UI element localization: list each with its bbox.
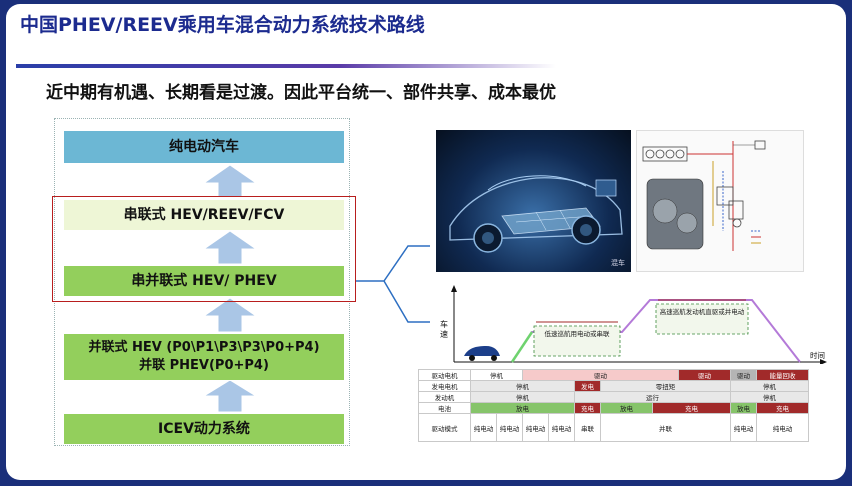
page-title: 中国PHEV/REEV乘用车混合动力系统技术路线	[20, 14, 425, 36]
roadmap-frame	[54, 118, 350, 446]
table-cell: 停机	[730, 391, 809, 403]
box-parallel: 并联式 HEV (P0\P1\P3\P3\P0+P4) 并联 PHEV(P0+P…	[64, 334, 344, 380]
powertrain-schematic-icon	[642, 140, 766, 251]
chart-box-high-speed: 高速巡航发动机直驱或并电动	[659, 308, 745, 316]
table-cell: 放电	[730, 402, 757, 414]
table-cell: 停机	[470, 380, 575, 392]
table-cell: 充电	[756, 402, 809, 414]
connector-brace	[356, 245, 430, 323]
row-label: 发电电机	[418, 380, 471, 392]
table-cell: 驱动	[522, 369, 679, 381]
table-cell: 停机	[470, 391, 575, 403]
mode-cell: 纯电动	[496, 413, 523, 442]
row-label: 驱动电机	[418, 369, 471, 381]
highlight-box	[52, 196, 356, 302]
up-arrow-icon	[202, 164, 258, 198]
table-row: 驱动电机停机驱动驱动驱动能量回收	[418, 369, 809, 381]
hybrid-schematic	[636, 130, 804, 272]
parallel-line-1: 并联式 HEV (P0\P1\P3\P3\P0+P4)	[88, 340, 320, 355]
photo-brand: 混车	[611, 259, 625, 267]
car-xray-image: 混车	[436, 130, 631, 272]
speed-profile-chart: 车速 时间 低速巡航用电动或串联 高速巡航发动机直驱或并电动	[424, 282, 834, 365]
table-cell: 放电	[470, 402, 575, 414]
table-row: 电池放电充电放电充电放电充电	[418, 402, 809, 414]
box-series-hev: 串联式 HEV/REEV/FCV	[64, 200, 344, 230]
up-arrow-icon	[202, 230, 258, 265]
table-row: 驱动模式纯电动纯电动纯电动纯电动串联并联纯电动纯电动	[418, 413, 809, 442]
table-cell: 驱动	[678, 369, 731, 381]
table-cell: 运行	[574, 391, 731, 403]
table-cell: 发电	[574, 380, 601, 392]
mode-cell: 纯电动	[548, 413, 575, 442]
table-row: 发动机停机运行停机	[418, 391, 809, 403]
table-cell: 驱动	[730, 369, 757, 381]
parallel-line-2: 并联 PHEV(P0+P4)	[139, 358, 269, 373]
table-cell: 能量回收	[756, 369, 809, 381]
chart-xlabel: 时间	[810, 351, 825, 360]
table-cell: 充电	[652, 402, 731, 414]
mode-cell: 纯电动	[756, 413, 809, 442]
speed-profile-svg	[451, 285, 827, 365]
chart-ylabel: 车速	[440, 320, 448, 339]
mode-cell: 纯电动	[470, 413, 497, 442]
box-icev: ICEV动力系统	[64, 414, 344, 444]
box-series-parallel: 串并联式 HEV/ PHEV	[64, 266, 344, 296]
chart-box-low-speed: 低速巡航用电动或串联	[544, 330, 610, 338]
up-arrow-icon	[202, 379, 258, 413]
mode-cell: 并联	[600, 413, 731, 442]
table-cell: 停机	[730, 380, 809, 392]
up-arrow-icon	[202, 297, 258, 333]
page-subtitle: 近中期有机遇、长期看是过渡。因此平台统一、部件共享、成本最优	[46, 83, 556, 103]
table-cell: 零扭矩	[600, 380, 731, 392]
car-illustration-icon	[449, 175, 623, 253]
operating-mode-table: 驱动电机停机驱动驱动驱动能量回收发电电机停机发电零扭矩停机发动机停机运行停机电池…	[418, 369, 809, 442]
table-cell: 停机	[470, 369, 523, 381]
table-cell: 放电	[600, 402, 653, 414]
mode-cell: 串联	[574, 413, 601, 442]
row-label: 电池	[418, 402, 471, 414]
mode-cell: 纯电动	[522, 413, 549, 442]
row-label: 驱动模式	[418, 413, 471, 442]
table-cell: 充电	[574, 402, 601, 414]
table-row: 发电电机停机发电零扭矩停机	[418, 380, 809, 392]
car-icon	[464, 346, 500, 361]
title-underline	[16, 64, 556, 68]
row-label: 发动机	[418, 391, 471, 403]
mode-cell: 纯电动	[730, 413, 757, 442]
box-pure-ev: 纯电动汽车	[64, 131, 344, 163]
